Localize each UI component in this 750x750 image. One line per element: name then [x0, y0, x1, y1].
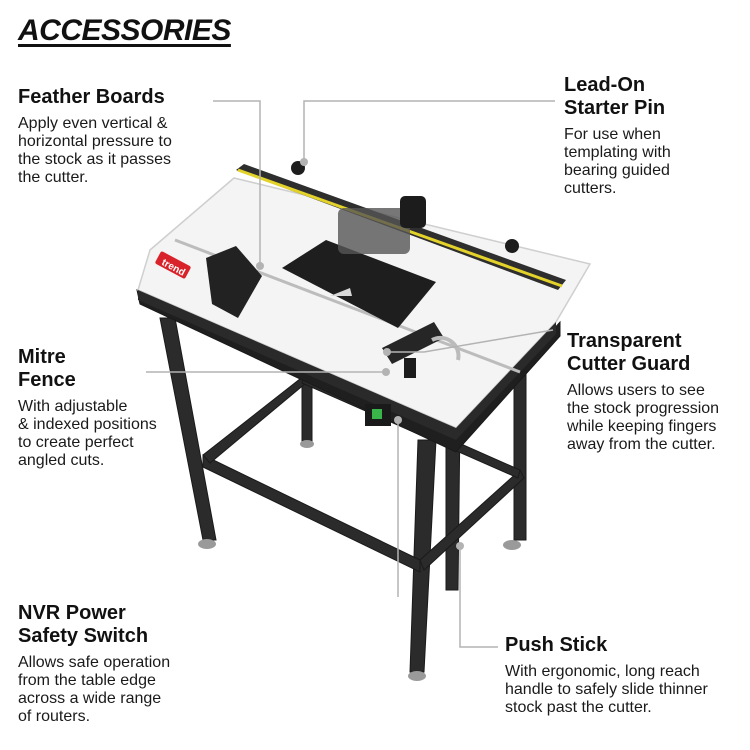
cutter-guard-part: [338, 196, 426, 254]
table-feet: [198, 440, 521, 681]
feather-boards-description: Apply even vertical & horizontal pressur…: [18, 115, 172, 186]
push-stick-description: With ergonomic, long reach handle to saf…: [505, 663, 708, 716]
push-stick-heading: Push Stick: [505, 634, 608, 656]
feather-boards-heading: Feather Boards: [18, 86, 165, 108]
mitre-fence-part: [382, 322, 461, 378]
feather-board-part: [206, 246, 262, 318]
table-frame: [136, 289, 561, 673]
mitre-fence-description: With adjustable & indexed positions to c…: [18, 398, 157, 469]
callout-mitre-fence: Mitre Fence With adjustable & indexed po…: [18, 346, 157, 470]
nvr-switch-part: [365, 404, 391, 426]
mitre-fence-heading: Mitre Fence: [18, 346, 76, 391]
callout-lead-on-pin: Lead-On Starter Pin For use when templat…: [564, 74, 671, 198]
nvr-switch-description: Allows safe operation from the table edg…: [18, 654, 171, 725]
leader-dots: [256, 158, 464, 550]
cutter-guard-description: Allows users to see the stock progressio…: [567, 382, 720, 453]
insert-plate: [282, 240, 436, 328]
callout-nvr-switch: NVR Power Safety Switch Allows safe oper…: [18, 602, 170, 726]
page-title: ACCESSORIES: [18, 14, 231, 47]
lead-on-pin-heading: Lead-On Starter Pin: [564, 74, 666, 119]
callout-cutter-guard: Transparent Cutter Guard Allows users to…: [567, 330, 719, 454]
leader-lines: [146, 100, 555, 648]
lead-on-pin-description: For use when templating with bearing gui…: [564, 126, 671, 197]
callout-feather-boards: Feather Boards Apply even vertical & hor…: [18, 86, 172, 187]
cutter-guard-heading: Transparent Cutter Guard: [567, 330, 691, 375]
nvr-switch-heading: NVR Power Safety Switch: [18, 602, 149, 647]
callout-push-stick: Push Stick With ergonomic, long reach ha…: [505, 634, 708, 717]
